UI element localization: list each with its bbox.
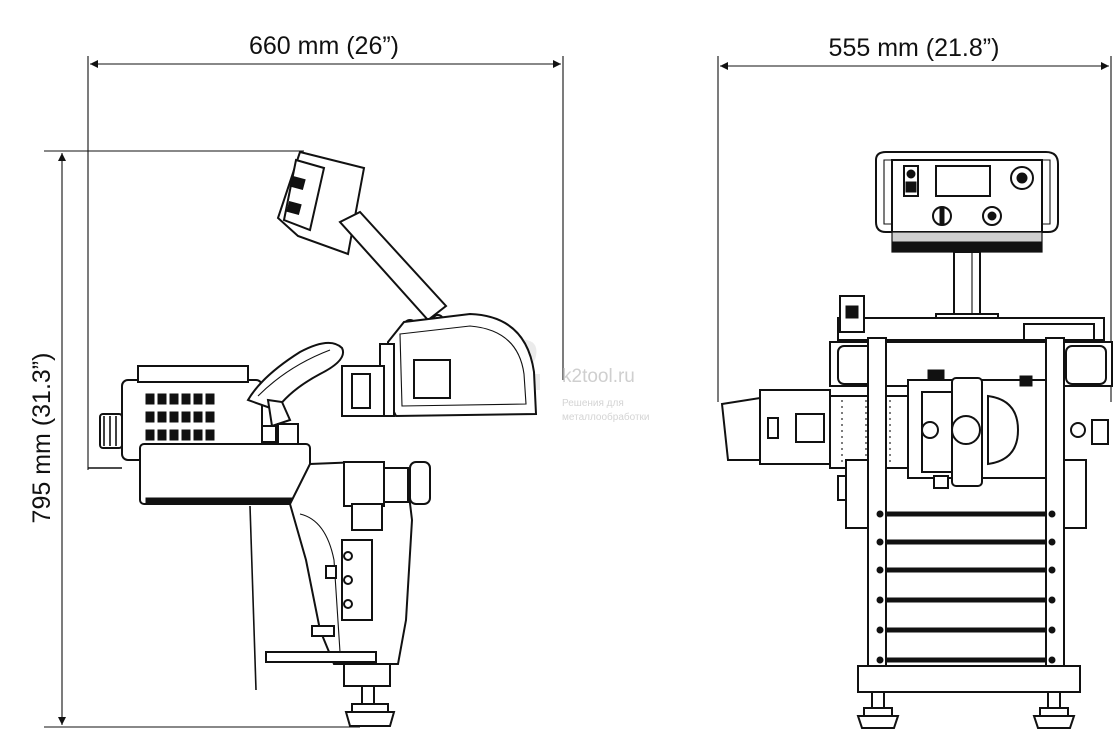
side-motor-body — [88, 365, 263, 469]
side-base-foot — [249, 505, 396, 727]
motor-vents — [145, 393, 215, 441]
side-width-dimension: 660 mm (26”) — [87, 32, 564, 470]
front-base-feet — [856, 665, 1081, 729]
watermark-logo-text: k2tool.ru — [562, 366, 635, 387]
front-control-panel — [875, 151, 1059, 253]
side-gearbox-housing — [341, 312, 538, 418]
watermark-subtitle-line1: Решения для — [562, 398, 624, 409]
front-width-label: 555 mm (21.8”) — [829, 34, 1000, 62]
front-side-rails — [837, 337, 1109, 669]
side-control-panel — [276, 150, 366, 256]
side-panel-arm — [338, 210, 448, 333]
front-width-dimension: 555 mm (21.8”) — [717, 34, 1112, 402]
front-ladder-rungs — [876, 510, 1056, 664]
side-view-machine — [88, 150, 538, 727]
height-dimension: 795 mm (31.3”) — [28, 150, 360, 728]
side-clamp-assembly — [288, 460, 431, 665]
front-view-machine — [720, 151, 1113, 729]
front-gearbox — [907, 369, 1047, 489]
side-handle — [246, 341, 344, 428]
side-lower-case — [139, 423, 311, 505]
side-width-label: 660 mm (26”) — [249, 32, 399, 60]
height-label: 795 mm (31.3”) — [28, 353, 56, 524]
watermark-subtitle-line2: металлообработки — [562, 411, 650, 423]
